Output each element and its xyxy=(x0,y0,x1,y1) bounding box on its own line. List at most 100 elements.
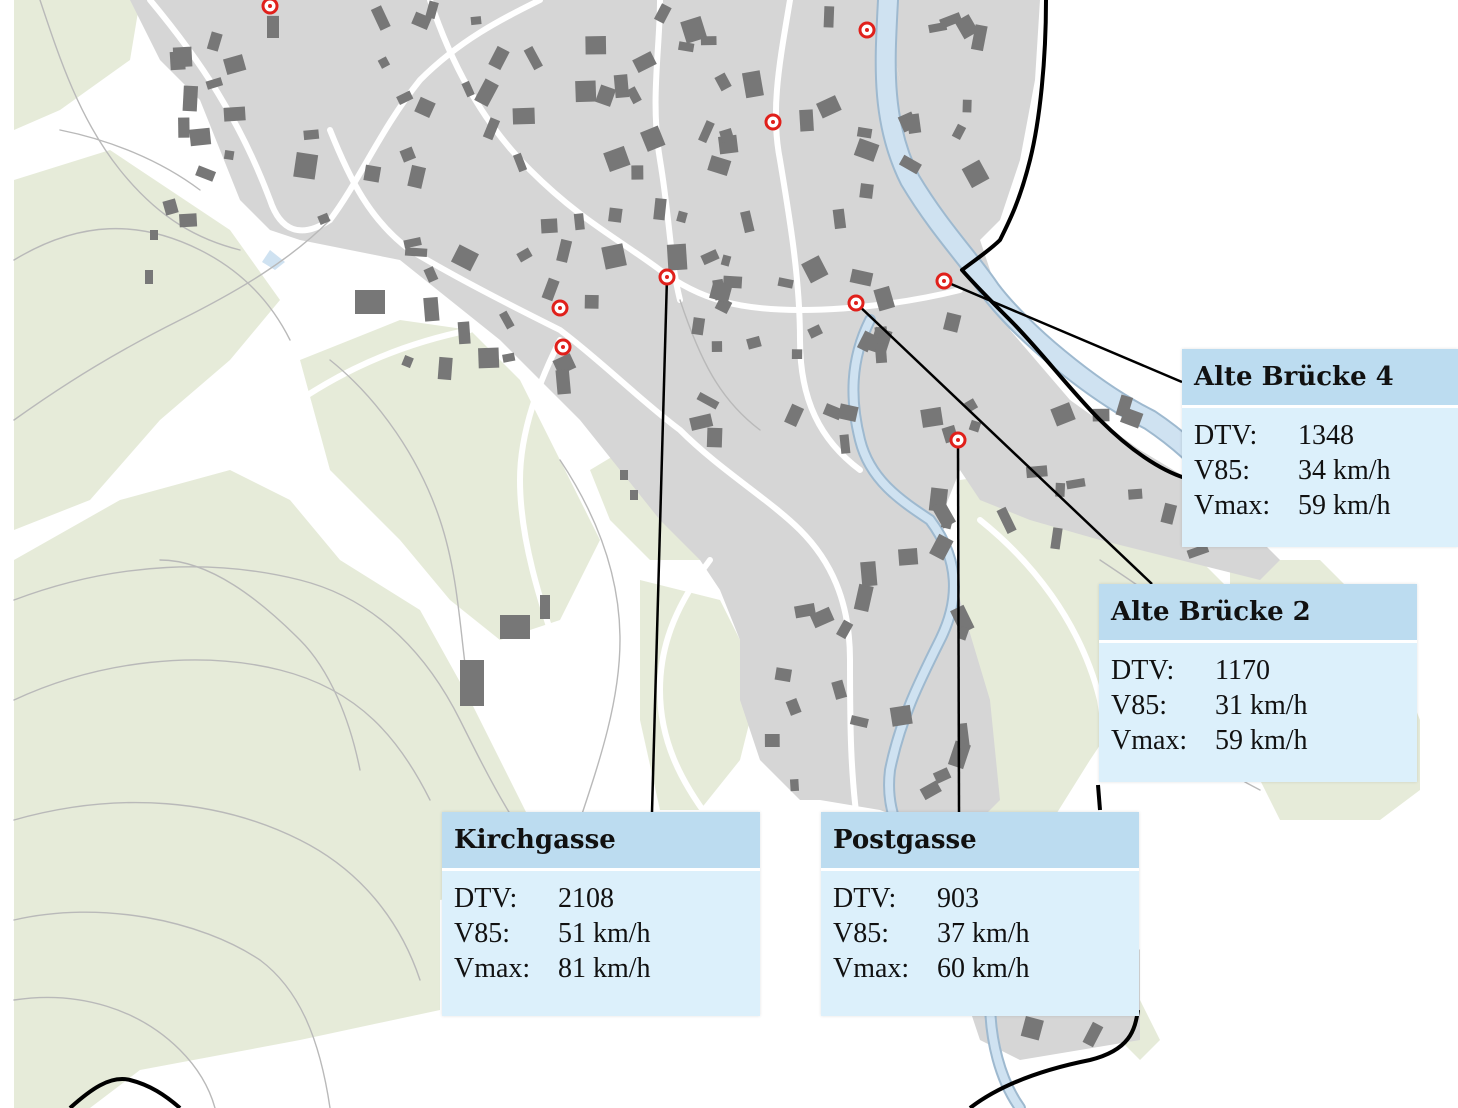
building xyxy=(206,31,223,52)
building xyxy=(401,355,414,369)
building xyxy=(179,213,198,228)
building xyxy=(711,341,723,352)
row-vmax: Vmax:59 km/h xyxy=(1111,723,1405,758)
building xyxy=(523,46,543,71)
building xyxy=(676,210,688,224)
building xyxy=(816,95,842,119)
leader-postgasse xyxy=(956,439,961,813)
building xyxy=(608,207,623,223)
building xyxy=(849,268,874,287)
building xyxy=(962,99,972,113)
row-dtv: DTV:1348 xyxy=(1194,418,1446,453)
label-dtv: DTV: xyxy=(833,883,897,914)
row-vmax: Vmax:81 km/h xyxy=(454,951,748,986)
building xyxy=(853,583,874,612)
building xyxy=(363,164,382,183)
value-vmax: 59 km/h xyxy=(1298,490,1391,521)
building xyxy=(620,470,628,480)
building xyxy=(839,434,851,454)
measurement-markers xyxy=(261,0,967,449)
callout-title: Alte Brücke 2 xyxy=(1099,584,1417,643)
building xyxy=(689,413,714,431)
building xyxy=(1050,402,1076,427)
building xyxy=(317,212,331,225)
building xyxy=(920,406,944,428)
callout-title: Alte Brücke 4 xyxy=(1182,349,1458,408)
building xyxy=(540,218,558,234)
building xyxy=(700,36,717,46)
building xyxy=(873,285,896,312)
building xyxy=(1050,527,1063,550)
marker-north xyxy=(764,113,782,131)
value-v85: 51 km/h xyxy=(558,918,651,949)
building xyxy=(575,80,597,103)
building xyxy=(740,210,755,234)
building xyxy=(831,679,848,700)
value-dtv: 2108 xyxy=(558,883,614,914)
value-v85: 34 km/h xyxy=(1298,455,1391,486)
label-v85: V85: xyxy=(833,918,889,949)
label-vmax: Vmax: xyxy=(1111,725,1188,756)
building xyxy=(794,603,816,619)
building xyxy=(836,619,854,640)
building xyxy=(680,16,708,44)
building xyxy=(898,154,922,175)
callout-values: DTV:1348 V85:34 km/h Vmax:59 km/h xyxy=(1182,408,1458,529)
building xyxy=(423,296,440,322)
building xyxy=(951,123,967,140)
building xyxy=(303,129,320,141)
building xyxy=(653,3,672,24)
left-margin xyxy=(0,0,14,1108)
row-vmax: Vmax:60 km/h xyxy=(833,951,1127,986)
building xyxy=(205,77,224,90)
building xyxy=(516,247,533,263)
building xyxy=(860,561,878,587)
building xyxy=(460,660,484,706)
building xyxy=(996,506,1017,535)
building xyxy=(500,615,530,639)
building xyxy=(182,85,199,112)
building xyxy=(411,11,432,30)
building xyxy=(678,41,695,53)
building xyxy=(399,146,417,163)
label-dtv: DTV: xyxy=(454,883,518,914)
building xyxy=(929,533,954,561)
building xyxy=(584,294,599,309)
building xyxy=(1115,394,1134,418)
row-v85: V85: 51 km/h xyxy=(454,916,748,951)
building xyxy=(396,90,414,106)
value-dtv: 903 xyxy=(937,883,979,914)
building xyxy=(640,125,666,152)
marker-west-2 xyxy=(554,338,572,356)
callout-kirchgasse[interactable]: Kirchgasse DTV:2108 V85:51 km/h Vmax:81 … xyxy=(442,812,760,1016)
building xyxy=(849,715,869,728)
building xyxy=(666,243,688,271)
buildings xyxy=(145,0,1210,1048)
building xyxy=(632,51,657,74)
building xyxy=(746,335,762,350)
building xyxy=(856,330,876,353)
building xyxy=(777,277,794,289)
boundary-line xyxy=(68,0,1186,1108)
callout-alte-bruecke-2[interactable]: Alte Brücke 2 DTV:1170 V85:31 km/h Vmax:… xyxy=(1099,584,1417,782)
callout-postgasse[interactable]: Postgasse DTV:903 V85:37 km/h Vmax:60 km… xyxy=(821,812,1139,1016)
building xyxy=(906,113,922,134)
marker-top-left xyxy=(261,0,279,15)
row-v85: V85:34 km/h xyxy=(1194,453,1446,488)
building xyxy=(968,419,982,433)
building xyxy=(552,353,577,376)
building xyxy=(698,120,715,144)
building xyxy=(709,280,733,303)
building xyxy=(502,352,516,363)
building xyxy=(874,343,888,364)
building xyxy=(799,109,814,132)
label-v85: V85: xyxy=(454,918,510,949)
building xyxy=(425,0,439,20)
building xyxy=(1160,502,1178,525)
callout-values: DTV:1170 V85:31 km/h Vmax:59 km/h xyxy=(1099,643,1417,764)
building xyxy=(1186,543,1210,559)
building xyxy=(853,138,880,162)
callout-alte-bruecke-4[interactable]: Alte Brücke 4 DTV:1348 V85:34 km/h Vmax:… xyxy=(1182,349,1458,547)
building xyxy=(919,780,942,801)
